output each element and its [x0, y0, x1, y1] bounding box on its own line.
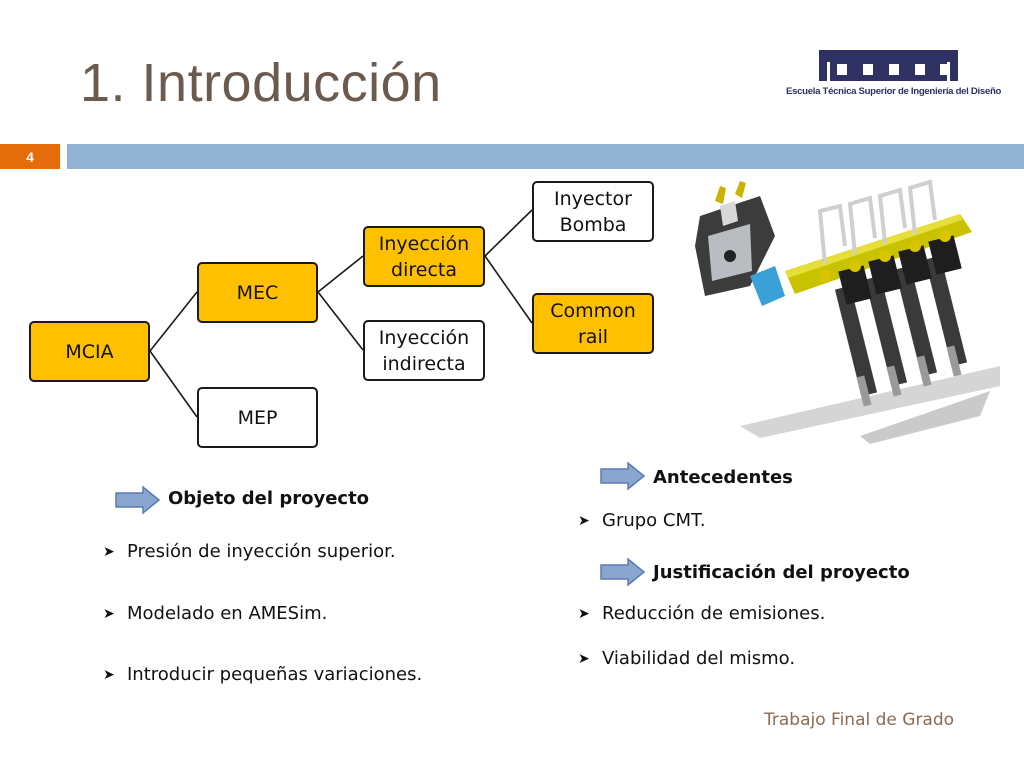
list-item: ➤ Viabilidad del mismo.	[578, 648, 796, 669]
antecedentes-heading: Antecedentes	[653, 467, 793, 488]
justificacion-heading: Justificación del proyecto	[653, 562, 910, 583]
page-title: 1. Introducción	[80, 53, 442, 113]
arrow-bullet-icon: ➤	[103, 605, 115, 622]
block-arrow-icon	[115, 486, 161, 514]
diagram-connectors	[149, 209, 533, 418]
arrow-bullet-icon: ➤	[578, 605, 590, 622]
node-inyeccion-directa: Inyección directa	[363, 226, 485, 287]
list-item: ➤ Presión de inyección superior.	[103, 541, 396, 562]
slide-number: 4	[0, 144, 60, 169]
block-arrow-icon	[600, 558, 646, 586]
arrow-bullet-icon: ➤	[103, 666, 115, 683]
node-mec: MEC	[197, 262, 318, 323]
school-logo: Escuela Técnica Superior de Ingeniería d…	[786, 48, 1002, 106]
footer-text: Trabajo Final de Grado	[764, 710, 955, 730]
list-item: ➤ Modelado en AMESim.	[103, 603, 328, 624]
logo-text: Escuela Técnica Superior de Ingeniería d…	[786, 86, 1002, 97]
list-item: ➤ Reducción de emisiones.	[578, 603, 826, 624]
list-item: ➤ Grupo CMT.	[578, 510, 706, 531]
arrow-bullet-icon: ➤	[578, 650, 590, 667]
objeto-heading: Objeto del proyecto	[168, 488, 370, 509]
node-inyector-bomba: Inyector Bomba	[532, 181, 654, 242]
node-inyeccion-indirecta: Inyección indirecta	[363, 320, 485, 381]
block-arrow-icon	[600, 462, 646, 490]
node-mcia: MCIA	[29, 321, 150, 382]
node-mep: MEP	[197, 387, 318, 448]
logo-emblem	[819, 50, 958, 81]
header-band	[67, 144, 1024, 169]
node-common-rail: Common rail	[532, 293, 654, 354]
arrow-bullet-icon: ➤	[103, 543, 115, 560]
list-item: ➤ Introducir pequeñas variaciones.	[103, 664, 423, 685]
arrow-bullet-icon: ➤	[578, 512, 590, 529]
common-rail-illustration	[695, 179, 1000, 444]
